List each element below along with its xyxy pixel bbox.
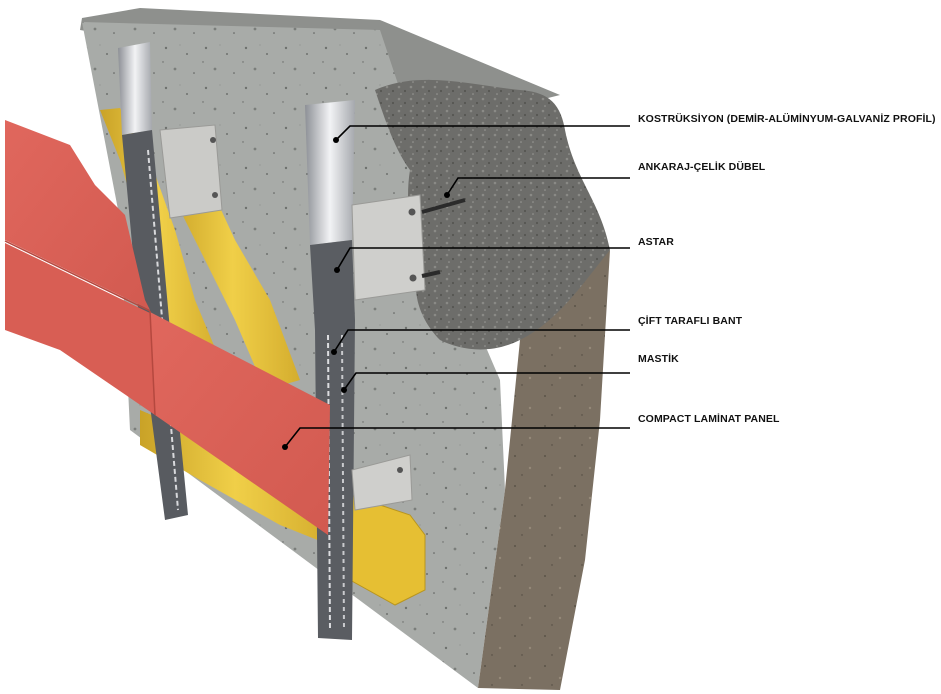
- callout-dot: [282, 444, 288, 450]
- callout-dot: [341, 387, 347, 393]
- left-profile-top: [118, 42, 152, 135]
- panel-joint: [149, 310, 156, 416]
- callout-label-astar: ASTAR: [638, 236, 674, 248]
- right-profile-stripe-a: [327, 334, 331, 631]
- callout-dot: [334, 267, 340, 273]
- bracket-lower-right: [351, 454, 413, 511]
- bracket-bolt: [408, 208, 416, 216]
- bracket-bolt: [397, 467, 403, 473]
- right-profile: [305, 100, 355, 640]
- callout-line: [335, 125, 630, 141]
- callout-astar: ASTAR: [334, 236, 674, 273]
- callout-label-ankaraj: ANKARAJ-ÇELİK DÜBEL: [638, 160, 766, 173]
- callout-mastik: MASTİK: [341, 352, 679, 393]
- callout-label-panel: COMPACT LAMİNAT PANEL: [638, 412, 780, 425]
- callouts: KOSTRÜKSİYON (DEMİR-ALÜMİNYUM-GALVANİZ P…: [282, 112, 936, 450]
- callout-dot: [333, 137, 339, 143]
- right-profile-top: [305, 100, 355, 245]
- callout-label-mastik: MASTİK: [638, 352, 679, 365]
- panel-upper-left: [5, 120, 150, 310]
- callout-line: [446, 177, 630, 196]
- insulation-lower-band: [140, 410, 330, 545]
- bracket-bolt: [409, 274, 417, 282]
- callout-panel: COMPACT LAMİNAT PANEL: [282, 412, 780, 450]
- anchor-dowels: [421, 198, 466, 278]
- bracket-upper-left: [159, 124, 223, 219]
- panel-joint: [4, 240, 151, 312]
- wall-side-face: [478, 250, 610, 690]
- callout-bant: ÇİFT TARAFLI BANT: [331, 314, 743, 355]
- panel-center: [150, 312, 330, 535]
- callout-line: [284, 427, 630, 448]
- insulation-middle-strip: [165, 175, 300, 390]
- bracket-bolt: [210, 137, 216, 143]
- bracket-bolt: [212, 192, 218, 198]
- anchor-dowel: [421, 270, 441, 278]
- callout-line: [333, 329, 630, 353]
- callout-ankaraj: ANKARAJ-ÇELİK DÜBEL: [444, 160, 766, 198]
- callout-line: [336, 247, 630, 271]
- callout-konstruksiyon: KOSTRÜKSİYON (DEMİR-ALÜMİNYUM-GALVANİZ P…: [333, 112, 936, 143]
- callout-dot: [444, 192, 450, 198]
- panel-lower-left: [5, 243, 155, 415]
- callout-line: [343, 372, 630, 391]
- callout-label-konstruksiyon: KOSTRÜKSİYON (DEMİR-ALÜMİNYUM-GALVANİZ P…: [638, 112, 936, 125]
- laminate-panels: [4, 120, 330, 535]
- anchor-dowel: [421, 198, 466, 214]
- callout-dot: [331, 349, 337, 355]
- right-profile-stripe-b: [341, 334, 345, 631]
- wall-broken-section: [375, 79, 610, 350]
- callout-label-bant: ÇİFT TARAFLI BANT: [638, 314, 743, 327]
- right-profile-body: [310, 240, 355, 640]
